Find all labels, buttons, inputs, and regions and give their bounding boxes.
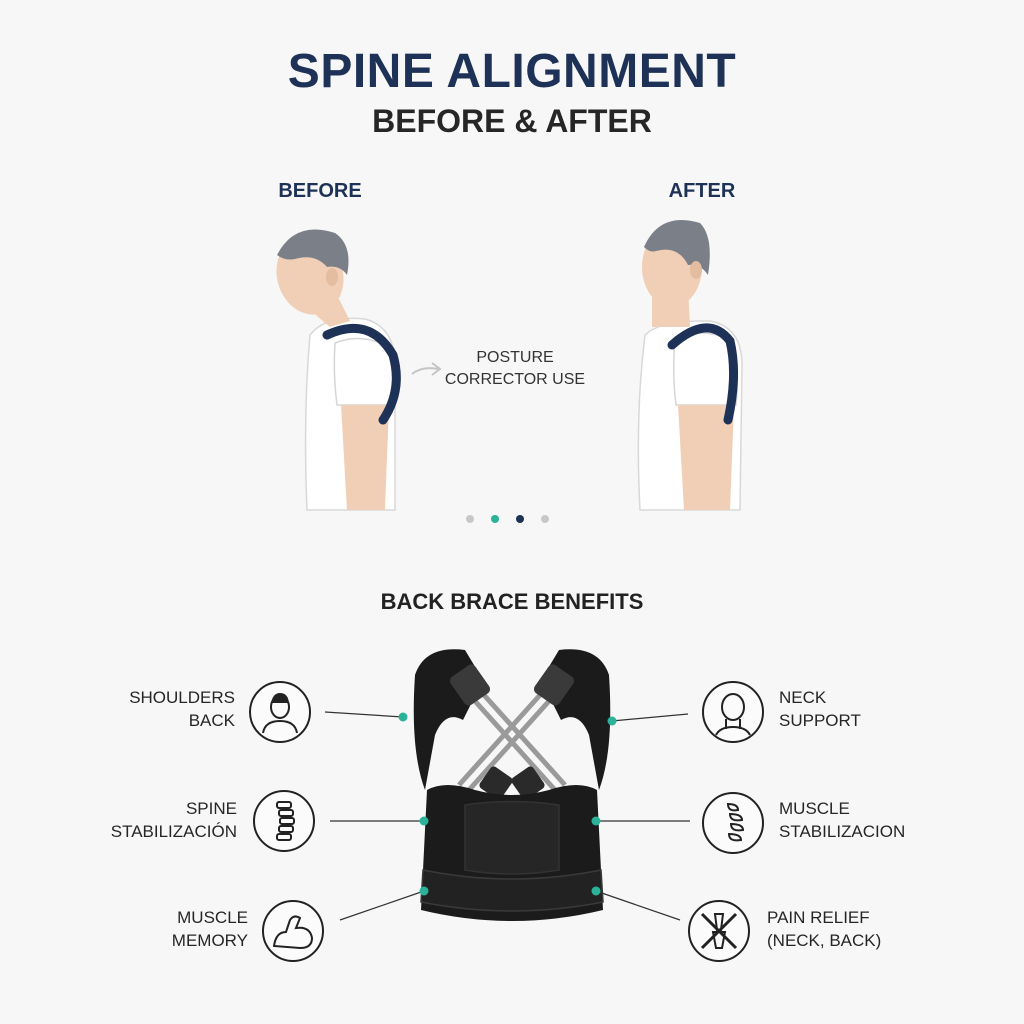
after-figure <box>637 220 743 511</box>
benefit-line1: SPINE <box>185 799 237 818</box>
benefit-neck-support: NECK SUPPORT <box>779 686 929 732</box>
carousel-dot-1[interactable] <box>466 515 474 523</box>
flexed-arm-icon <box>262 900 324 962</box>
after-label: AFTER <box>668 180 736 202</box>
spine-icon <box>253 790 315 852</box>
connector-dot <box>607 716 617 726</box>
before-label: BEFORE <box>278 180 362 202</box>
benefit-line1: MUSCLE <box>177 908 248 927</box>
head-neck-icon <box>702 681 764 743</box>
connector-dot <box>419 816 429 826</box>
arrow-right-icon <box>411 362 442 376</box>
benefit-line2: STABILIZACION <box>779 822 906 841</box>
carousel-dot-3[interactable] <box>516 515 524 523</box>
page-subtitle: BEFORE & AFTER <box>372 103 652 139</box>
benefits-section-title: BACK BRACE BENEFITS <box>380 589 644 614</box>
benefit-muscle-stabilization: MUSCLE STABILIZACION <box>779 797 949 843</box>
benefit-spine-stabilization: SPINE STABILIZACIÓN <box>95 797 237 843</box>
benefit-pain-relief: PAIN RELIEF (NECK, BACK) <box>767 906 937 952</box>
posture-corrector-caption: POSTURE CORRECTOR USE <box>430 347 600 391</box>
connector-dot <box>591 886 601 896</box>
benefit-line2: (NECK, BACK) <box>767 931 882 950</box>
vertebrae-icon <box>702 792 764 854</box>
benefit-line2: BACK <box>188 711 235 730</box>
no-pain-icon <box>688 900 750 962</box>
benefit-line1: NECK <box>779 688 827 707</box>
carousel-dot-4[interactable] <box>541 515 549 523</box>
carousel-dot-2[interactable] <box>491 515 499 523</box>
posture-caption-line1: POSTURE <box>476 349 554 366</box>
connector-dot <box>591 816 601 826</box>
benefit-line1: MUSCLE <box>779 799 850 818</box>
benefit-line2: MEMORY <box>171 931 248 950</box>
head-shoulders-icon <box>249 681 311 743</box>
page-title: SPINE ALIGNMENT <box>287 45 737 98</box>
benefit-line2: SUPPORT <box>779 711 861 730</box>
connector-dot <box>419 886 429 896</box>
benefit-muscle-memory: MUSCLE MEMORY <box>120 906 248 952</box>
connector-dot <box>398 712 408 722</box>
posture-caption-line2: CORRECTOR USE <box>444 371 586 388</box>
benefit-line1: PAIN RELIEF <box>767 908 870 927</box>
before-figure <box>276 229 401 511</box>
back-brace-image <box>413 649 611 921</box>
benefit-line1: SHOULDERS <box>129 688 235 707</box>
benefit-line2: STABILIZACIÓN <box>110 822 237 841</box>
benefit-shoulders-back: SHOULDERS BACK <box>95 686 235 732</box>
carousel-dots <box>466 515 549 523</box>
